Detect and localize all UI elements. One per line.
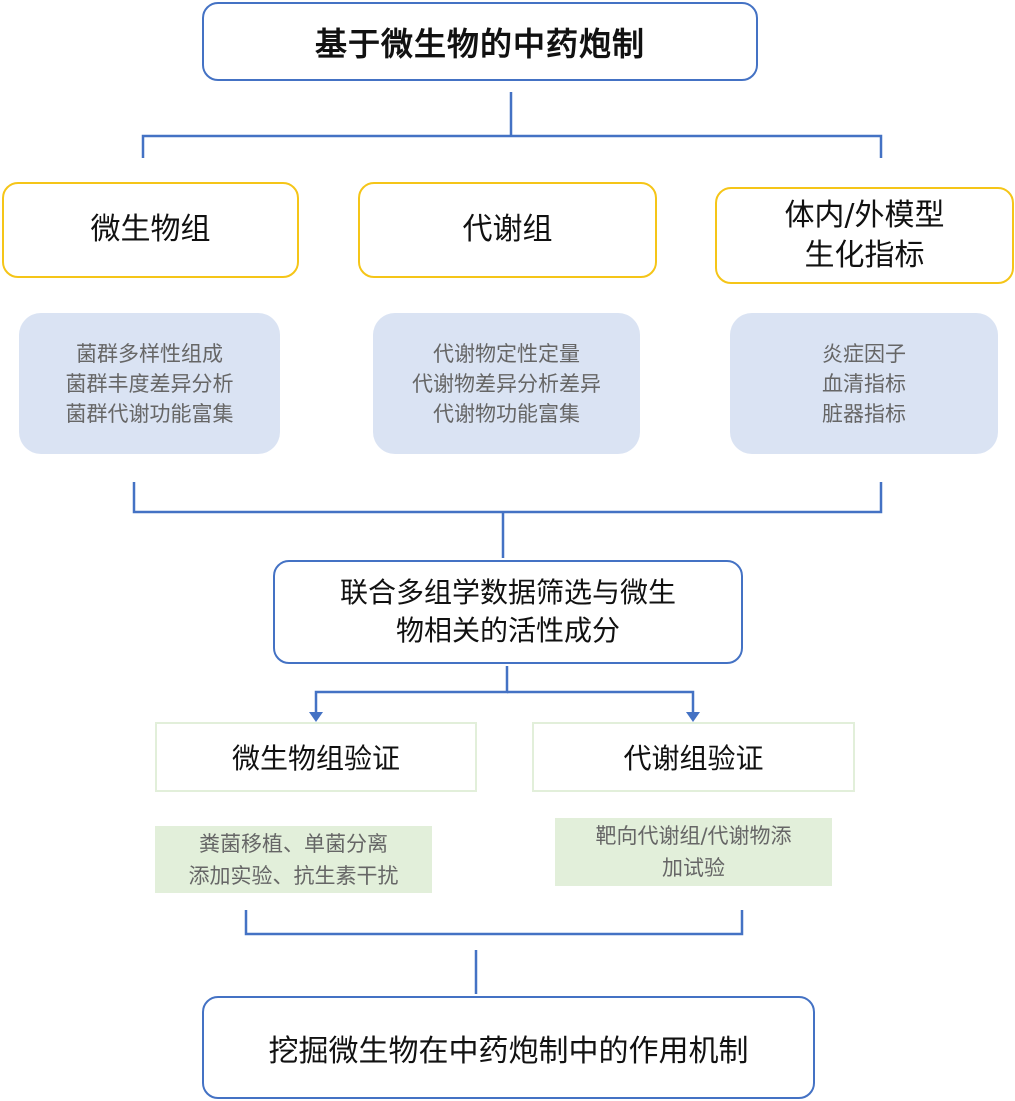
bracket-top (141, 134, 883, 158)
category-metabolome: 代谢组 (358, 182, 657, 278)
validation-panel-metabolome: 靶向代谢组/代谢物添 加试验 (555, 818, 832, 886)
validation-items: 粪菌移植、单菌分离 添加实验、抗生素干扰 (188, 831, 399, 888)
connector-split (314, 666, 509, 718)
conclusion-text: 挖掘微生物在中药炮制中的作用机制 (268, 1033, 749, 1069)
category-heading: 代谢组 (462, 212, 553, 247)
validation-heading: 微生物组验证 (231, 742, 400, 775)
validation-panel-microbiome: 粪菌移植、单菌分离 添加实验、抗生素干扰 (155, 826, 432, 893)
bracket-bottom (244, 910, 744, 936)
title-text: 基于微生物的中药炮制 (314, 24, 645, 63)
conclusion-box: 挖掘微生物在中药炮制中的作用机制 (202, 996, 815, 1099)
panel-microbiome: 菌群多样性组成 菌群丰度差异分析 菌群代谢功能富集 (19, 313, 280, 454)
category-microbiome: 微生物组 (2, 182, 299, 278)
panel-items: 代谢物定性定量 代谢物差异分析差异 代谢物功能富集 (412, 341, 601, 426)
category-heading: 微生物组 (90, 212, 211, 247)
title-box: 基于微生物的中药炮制 (202, 2, 758, 81)
panel-items: 菌群多样性组成 菌群丰度差异分析 菌群代谢功能富集 (65, 341, 234, 426)
panel-model-indicators: 炎症因子 血清指标 脏器指标 (730, 313, 998, 454)
panel-metabolome: 代谢物定性定量 代谢物差异分析差异 代谢物功能富集 (373, 313, 640, 454)
bracket-middle (132, 482, 883, 514)
validation-metabolome: 代谢组验证 (532, 722, 855, 792)
category-heading: 体内/外模型 生化指标 (784, 197, 945, 273)
connector-split-right (507, 690, 695, 718)
validation-items: 靶向代谢组/代谢物添 加试验 (595, 824, 792, 880)
panel-items: 炎症因子 血清指标 脏器指标 (822, 341, 906, 426)
validation-heading: 代谢组验证 (623, 742, 764, 775)
integration-box: 联合多组学数据筛选与微生 物相关的活性成分 (273, 560, 743, 664)
integration-text: 联合多组学数据筛选与微生 物相关的活性成分 (339, 576, 676, 647)
validation-microbiome: 微生物组验证 (155, 722, 477, 792)
category-model-indicators: 体内/外模型 生化指标 (715, 187, 1014, 284)
arrow-right (686, 712, 700, 722)
arrow-left (309, 712, 323, 722)
